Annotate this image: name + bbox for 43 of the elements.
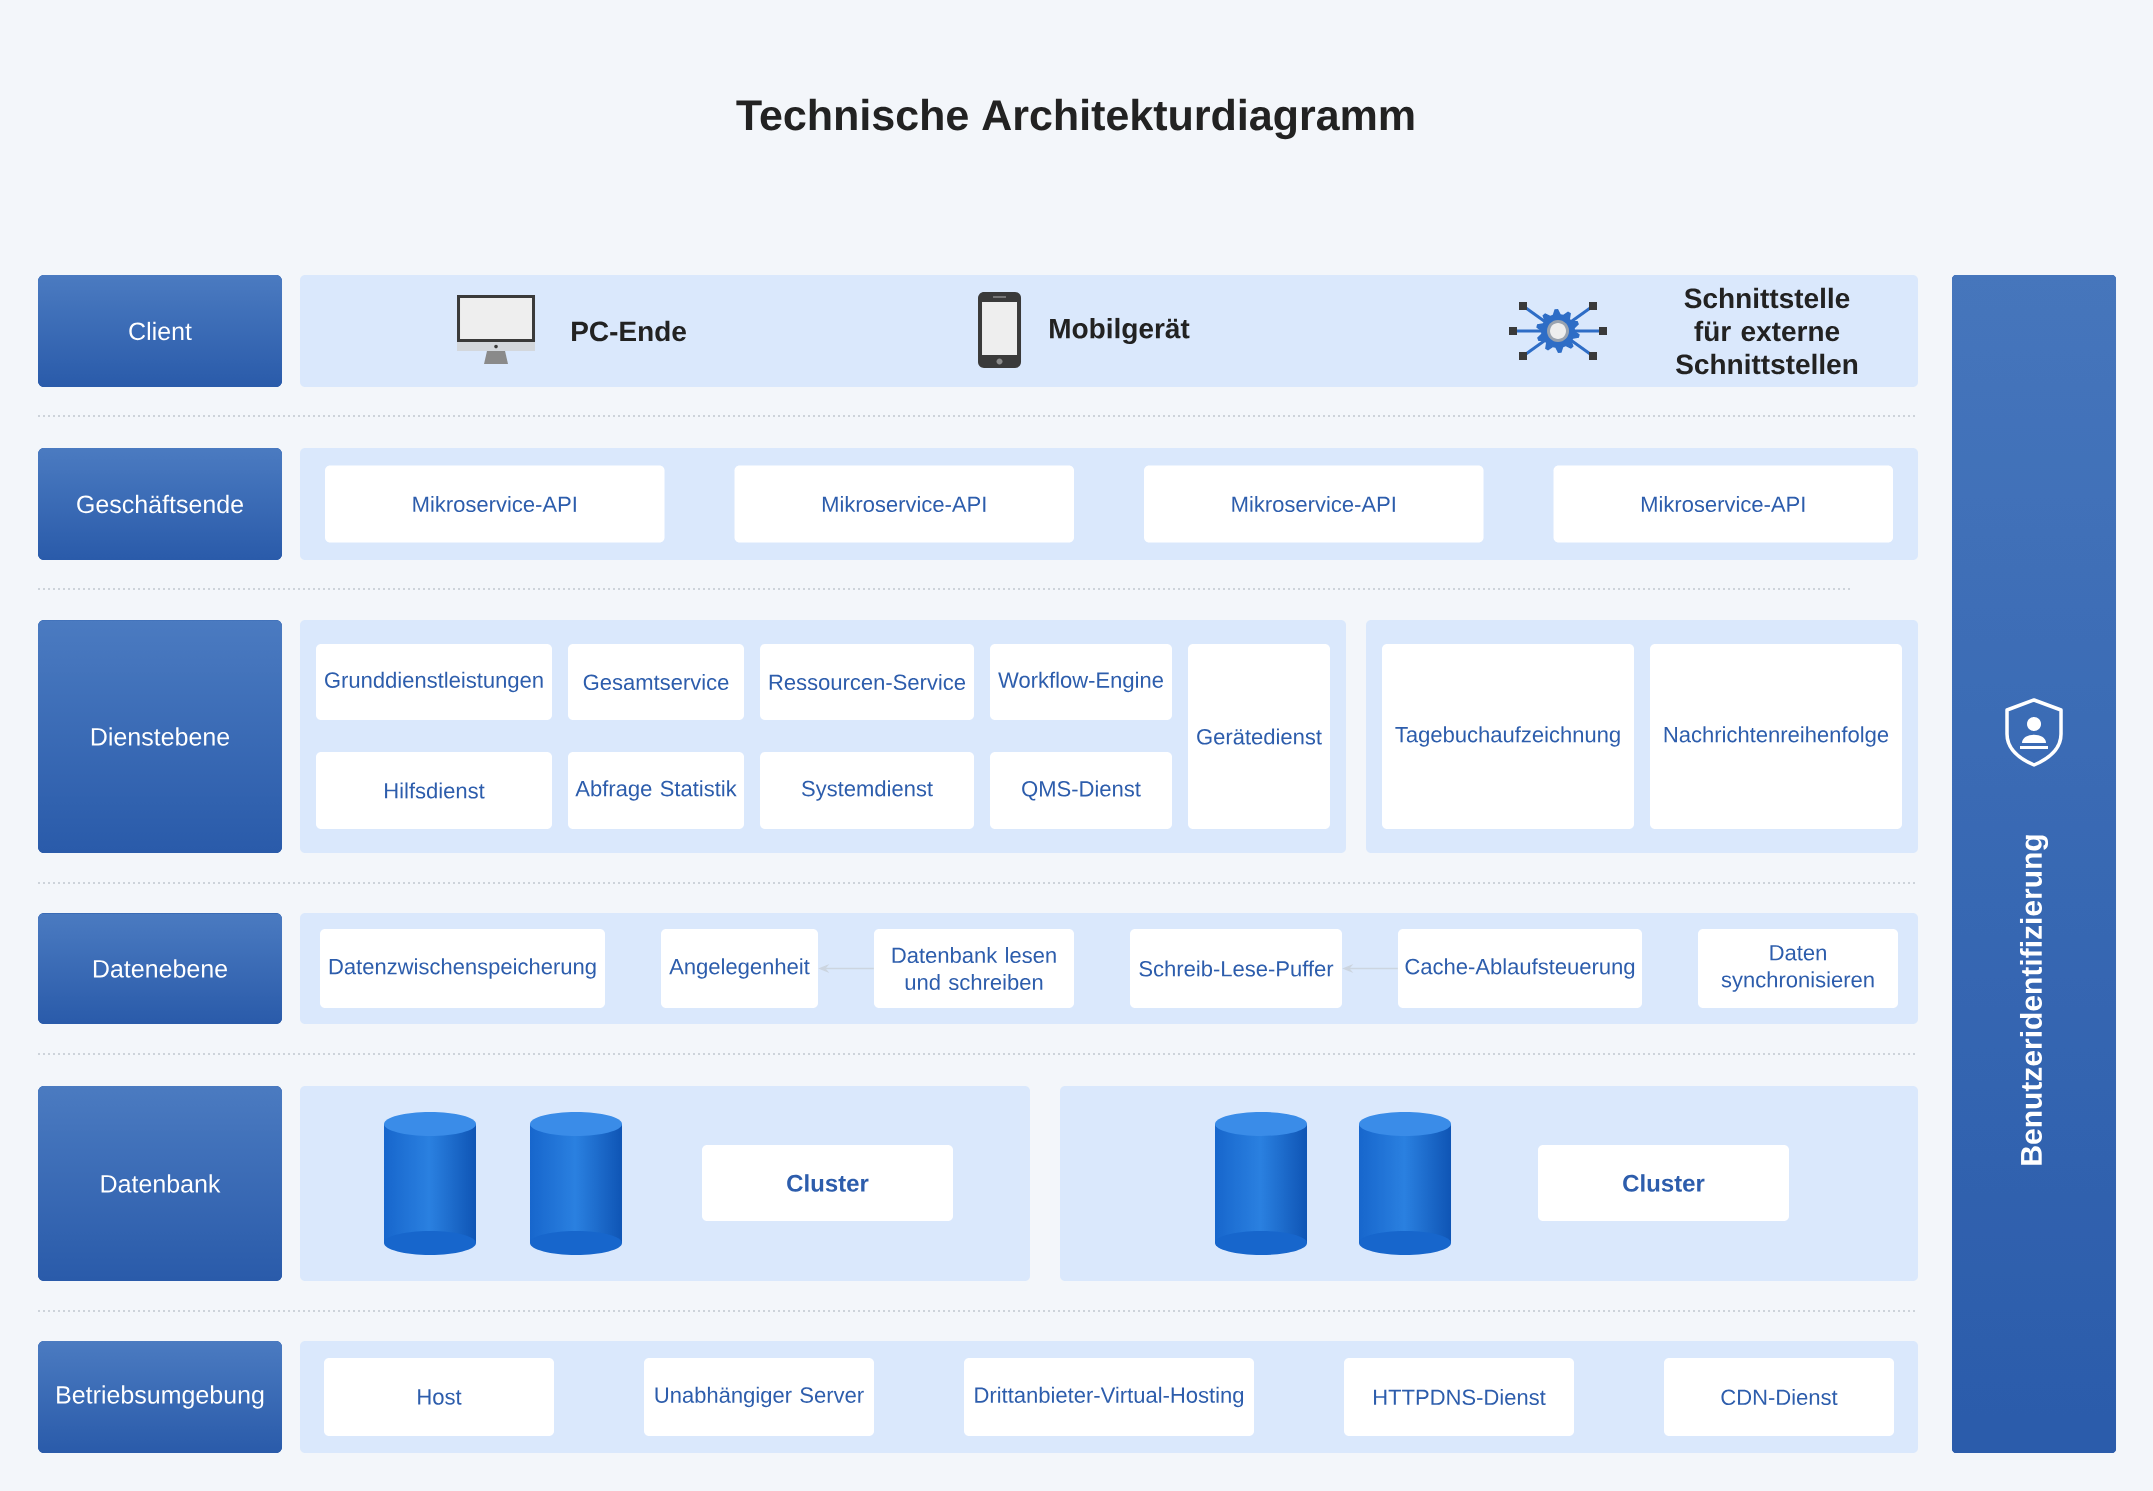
layer-label: Dienstebene	[38, 620, 282, 853]
service-box: Workflow-Engine	[990, 644, 1172, 720]
database-cylinder	[530, 1112, 622, 1255]
layer-label: Betriebsumgebung	[38, 1341, 282, 1453]
database-cylinder	[1215, 1112, 1307, 1255]
service-box: Gesamtservice	[568, 644, 744, 720]
service-box: Cache-Ablaufsteuerung	[1398, 929, 1642, 1008]
service-box: Datenzwischenspeicherung	[320, 929, 605, 1008]
cluster-box: Cluster	[702, 1145, 953, 1221]
service-box: Mikroservice-API	[1553, 465, 1893, 543]
service-box: Unabhängiger Server	[644, 1358, 874, 1436]
service-box: QMS-Dienst	[990, 752, 1172, 829]
layer-label: Geschäftsende	[38, 448, 282, 560]
service-box: Systemdienst	[760, 752, 974, 829]
service-box: Tagebuchaufzeichnung	[1382, 644, 1634, 829]
cluster-box: Cluster	[1538, 1145, 1789, 1221]
service-box: Gerätedienst	[1188, 644, 1330, 829]
layer-label: Client	[38, 275, 282, 387]
layer-label: Datenbank	[38, 1086, 282, 1281]
service-box: Daten synchronisieren	[1698, 929, 1898, 1008]
layer-label: Datenebene	[38, 913, 282, 1024]
service-box: Nachrichtenreihenfolge	[1650, 644, 1902, 829]
database-cylinder	[1359, 1112, 1451, 1255]
client-label: Schnittstelle für externe Schnittstellen	[1676, 287, 1858, 375]
service-box: Mikroservice-API	[1144, 465, 1484, 543]
service-box: Abfrage Statistik	[568, 752, 744, 829]
service-box: HTTPDNS-Dienst	[1344, 1358, 1574, 1436]
service-box: Schreib-Lese-Puffer	[1130, 929, 1342, 1008]
service-box: Grunddienstleistungen	[316, 644, 552, 720]
client-label: Mobilgerät	[1050, 317, 1190, 345]
service-box: Drittanbieter-Virtual-Hosting	[964, 1358, 1254, 1436]
service-box: Host	[324, 1358, 554, 1436]
band-label: Benutzeridentifizierung	[2019, 835, 2049, 1165]
client-label: PC-Ende	[572, 320, 686, 342]
title: Technische Architekturdiagramm	[736, 98, 1414, 140]
service-box: Mikroservice-API	[325, 465, 665, 543]
service-box: Mikroservice-API	[734, 465, 1074, 543]
service-box: Hilfsdienst	[316, 752, 552, 829]
service-box: Datenbank lesen und schreiben	[874, 929, 1074, 1008]
service-box: Ressourcen-Service	[760, 644, 974, 720]
service-box: Angelegenheit	[661, 929, 818, 1008]
service-box: CDN-Dienst	[1664, 1358, 1894, 1436]
database-cylinder	[384, 1112, 476, 1255]
